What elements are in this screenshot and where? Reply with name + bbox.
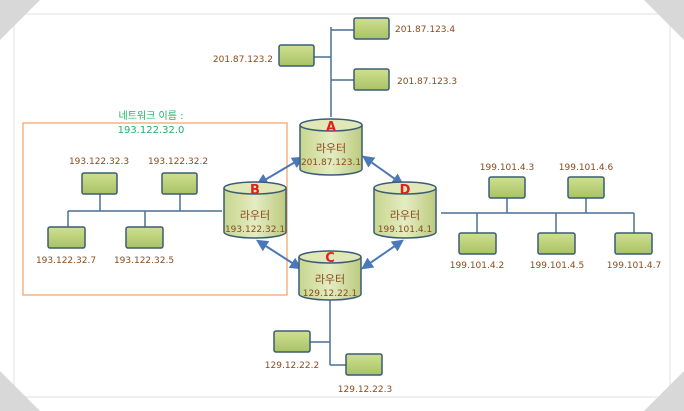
router-a[interactable]: A 라우터 201.87.123.1 bbox=[299, 118, 363, 176]
router-label: 라우터 bbox=[316, 142, 346, 155]
host-box-199-101-4-3[interactable] bbox=[488, 176, 526, 199]
corner-bottom-right bbox=[644, 371, 684, 411]
host-ip-label: 199.101.4.3 bbox=[480, 163, 534, 173]
host-box-199-101-4-6[interactable] bbox=[567, 176, 605, 199]
host-box-193-122-32-7[interactable] bbox=[47, 226, 86, 249]
link-a-b bbox=[255, 156, 305, 186]
host-box-193-122-32-5[interactable] bbox=[125, 226, 164, 249]
router-letter: D bbox=[400, 183, 411, 198]
network-name-title: 네트워크 이름 : bbox=[119, 109, 184, 122]
corner-bottom-left bbox=[0, 371, 40, 411]
network-address: 193.122.32.0 bbox=[118, 125, 185, 136]
link-b-c bbox=[255, 239, 303, 270]
router-ip: 193.122.32.1 bbox=[225, 225, 285, 235]
corner-top-left bbox=[0, 0, 40, 40]
host-ip-label: 201.87.123.4 bbox=[395, 25, 455, 35]
corner-top-right bbox=[644, 0, 684, 40]
router-letter: B bbox=[250, 183, 260, 198]
host-ip-label: 193.122.32.5 bbox=[114, 256, 174, 266]
connection-lines bbox=[67, 27, 635, 366]
host-ip-label: 129.12.22.3 bbox=[338, 385, 392, 395]
host-box-201-87-123-4[interactable] bbox=[353, 17, 390, 40]
host-ip-label: 201.87.123.2 bbox=[213, 55, 273, 65]
host-ip-label: 199.101.4.5 bbox=[530, 261, 584, 271]
host-ip-label: 193.122.32.2 bbox=[148, 157, 208, 167]
router-c[interactable]: C 라우터 129.12.22.1 bbox=[298, 250, 362, 301]
host-ip-label: 201.87.123.3 bbox=[397, 77, 457, 87]
router-d[interactable]: D 라우터 199.101.4.1 bbox=[373, 181, 437, 239]
host-box-129-12-22-3[interactable] bbox=[345, 353, 383, 376]
paper-frame bbox=[13, 13, 671, 398]
router-ip: 201.87.123.1 bbox=[301, 158, 361, 168]
host-box-193-122-32-3[interactable] bbox=[81, 172, 118, 195]
router-label: 라우터 bbox=[240, 209, 270, 222]
host-box-199-101-4-7[interactable] bbox=[614, 232, 653, 255]
host-ip-label: 193.122.32.7 bbox=[36, 256, 96, 266]
router-ip: 199.101.4.1 bbox=[378, 225, 432, 235]
router-ip: 129.12.22.1 bbox=[303, 289, 357, 299]
host-box-129-12-22-2[interactable] bbox=[273, 330, 311, 353]
router-letter: C bbox=[325, 251, 335, 266]
host-box-199-101-4-5[interactable] bbox=[537, 232, 576, 255]
router-label: 라우터 bbox=[390, 209, 420, 222]
host-ip-label: 129.12.22.2 bbox=[265, 361, 319, 371]
router-letter: A bbox=[326, 120, 336, 135]
host-box-201-87-123-3[interactable] bbox=[353, 68, 390, 91]
router-label: 라우터 bbox=[315, 273, 345, 286]
network-group-box bbox=[22, 122, 288, 296]
hosts bbox=[47, 17, 653, 376]
link-a-d bbox=[362, 155, 404, 186]
host-box-201-87-123-2[interactable] bbox=[278, 44, 315, 67]
host-ip-label: 199.101.4.6 bbox=[559, 163, 614, 173]
host-box-199-101-4-2[interactable] bbox=[458, 232, 497, 255]
host-box-193-122-32-2[interactable] bbox=[161, 172, 198, 195]
host-ip-label: 199.101.4.7 bbox=[607, 261, 661, 271]
router-b[interactable]: B 라우터 193.122.32.1 bbox=[223, 181, 287, 239]
host-ip-label: 199.101.4.2 bbox=[450, 261, 504, 271]
link-d-c bbox=[361, 239, 404, 270]
router-links bbox=[255, 155, 404, 270]
host-labels: 201.87.123.4 201.87.123.2 201.87.123.3 1… bbox=[36, 25, 661, 395]
host-ip-label: 193.122.32.3 bbox=[69, 157, 129, 167]
